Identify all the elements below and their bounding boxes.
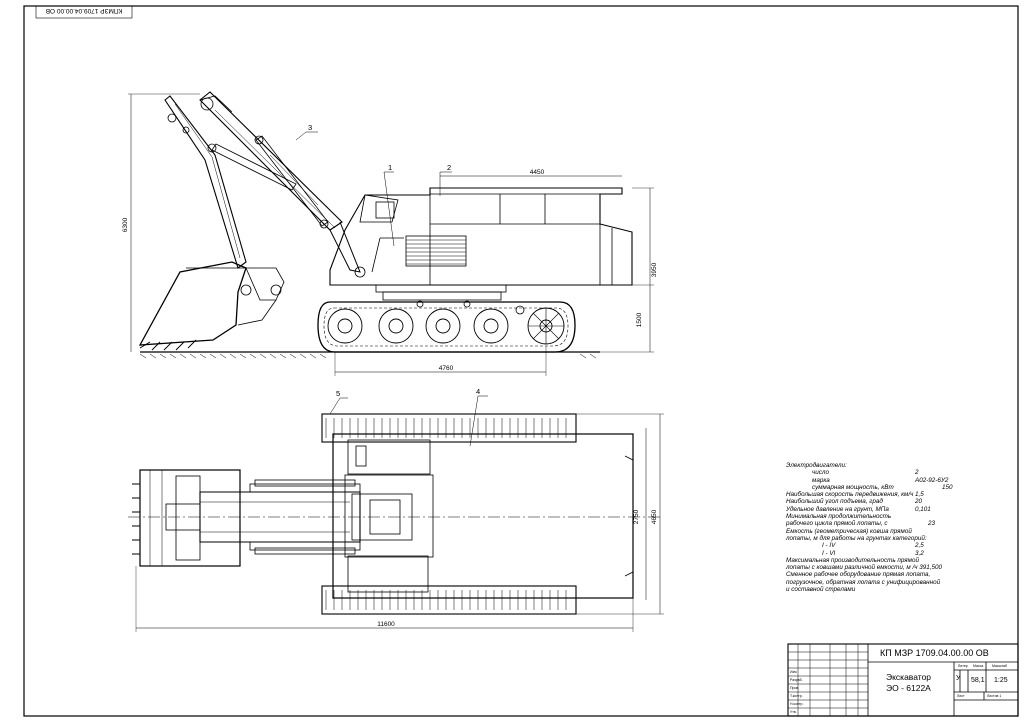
spec-value: 2 <box>915 469 919 477</box>
spec-value: 3,2 <box>915 549 924 557</box>
spec-value: А02-92-6У2 <box>915 476 949 484</box>
spec-label: Минимальная продолжительность <box>786 513 892 521</box>
stamp-box <box>35 5 133 19</box>
dim-track-length: 4760 <box>439 365 454 372</box>
document-number: КП МЗР 1709.04.00.00 ОВ <box>880 648 989 658</box>
spec-label: Электродвигатели: <box>786 462 847 469</box>
signature-row-label: Т.контр. <box>790 694 803 698</box>
spec-label: Наибольшая скорость передвижения, км/ч <box>786 491 914 499</box>
callout-3: 3 <box>308 123 312 132</box>
top-view <box>128 395 664 632</box>
signature-row-label: Н.контр. <box>790 702 804 706</box>
sheet-border <box>23 5 1019 717</box>
sheet-label: Лист <box>957 694 965 698</box>
spec-row: погрузочное, обратная лопата с унифициро… <box>786 579 1006 586</box>
spec-row: Удельное давление на грунт, МПа 0,101 <box>786 506 1006 513</box>
spec-row: Максимальная производительность прямой <box>786 557 1006 564</box>
spec-label: Сменное рабочее оборудование прямая лопа… <box>786 571 931 579</box>
signature-row-label: Изм <box>790 670 797 674</box>
spec-row: суммарная мощность, кВт 150 <box>786 484 1006 491</box>
spec-row: Электродвигатели: <box>786 462 1006 469</box>
dim-track-gauge: 2750 <box>633 509 640 524</box>
side-view <box>128 91 654 376</box>
dim-total-height: 6300 <box>122 217 129 232</box>
spec-row: Наибольший угол подъема, град 20 <box>786 498 1006 505</box>
spec-label: I - IV <box>822 542 836 550</box>
stamp-text: КПМЗР 1709.04.00.00 ОВ <box>46 7 123 14</box>
spec-label: рабочего цикла прямой лопаты, с <box>786 520 888 528</box>
signature-row-label: Разраб. <box>790 678 803 682</box>
spec-row: Емкость (геометрическая) ковша прямой <box>786 528 1006 535</box>
spec-value: 150 <box>942 483 953 491</box>
spec-value: 2,5 <box>915 542 924 550</box>
signature-row-label: Пров. <box>790 686 800 690</box>
scale-value: 1:25 <box>994 677 1008 684</box>
spec-value: 0,101 <box>915 505 931 513</box>
spec-row: лопаты, м для работы на грунтах категори… <box>786 535 1006 542</box>
spec-row: число 2 <box>786 469 1006 476</box>
spec-row: I - IV 2,5 <box>786 542 1006 549</box>
dim-total-length: 11600 <box>377 621 395 628</box>
callout-5: 5 <box>336 389 340 398</box>
dim-platform-length: 4450 <box>530 169 545 176</box>
spec-label: число <box>812 469 829 477</box>
mass-value: 58,1 <box>971 677 985 684</box>
drawing-name-line2: ЭО - 6122А <box>886 683 931 693</box>
col-scale: Масштаб <box>992 664 1007 668</box>
spec-value: 20 <box>915 498 923 506</box>
spec-label: лопаты, м для работы на грунтах категори… <box>786 534 927 542</box>
callout-2: 2 <box>447 163 451 172</box>
spec-row: марка А02-92-6У2 <box>786 477 1006 484</box>
spec-value: 1,5 <box>915 491 924 499</box>
litera-value: У <box>956 675 961 682</box>
spec-label: суммарная мощность, кВт <box>812 483 894 491</box>
spec-row: Сменное рабочее оборудование прямая лопа… <box>786 571 1006 578</box>
spec-label: Удельное давление на грунт, МПа <box>786 505 889 513</box>
spec-label: Наибольший угол подъема, град <box>786 498 883 506</box>
callout-1: 1 <box>388 163 392 172</box>
spec-row: лопаты с ковшами различной емкости, м /ч… <box>786 564 1006 571</box>
spec-row: и составной стрелами <box>786 586 1006 593</box>
spec-value: 23 <box>928 520 936 528</box>
signature-row-label: Утв. <box>790 710 797 714</box>
col-mass: Масса <box>973 664 984 668</box>
spec-row: рабочего цикла прямой лопаты, с 23 <box>786 520 1006 527</box>
dim-track-width-total: 4650 <box>651 509 658 524</box>
drawing-name-line1: Экскаватор <box>886 672 932 682</box>
sheets-label: Листов 1 <box>987 694 1002 698</box>
dim-height-to-roof: 3950 <box>651 262 658 277</box>
spec-label: I - VI <box>822 549 836 557</box>
spec-label: лопаты с ковшами различной емкости, м /ч… <box>786 564 942 572</box>
title-block-frame <box>787 643 1019 717</box>
spec-label: Максимальная производительность прямой <box>786 556 919 564</box>
spec-label: Емкость (геометрическая) ковша прямой <box>786 527 912 535</box>
col-litera: Литер <box>958 664 968 668</box>
dim-height-to-platform: 1500 <box>636 312 643 327</box>
spec-label: погрузочное, обратная лопата с унифициро… <box>786 578 941 586</box>
callout-4: 4 <box>476 387 480 396</box>
spec-row: Минимальная продолжительность <box>786 513 1006 520</box>
spec-label: марка <box>812 476 830 484</box>
spec-row: I - VI 3,2 <box>786 550 1006 557</box>
spec-label: и составной стрелами <box>786 586 856 594</box>
